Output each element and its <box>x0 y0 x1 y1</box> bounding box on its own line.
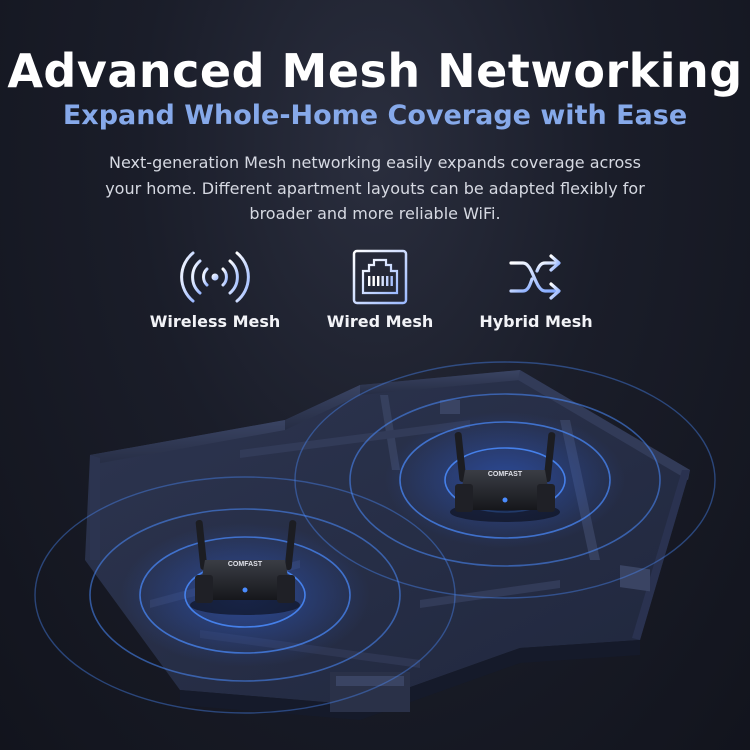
feature-wired-mesh: Wired Mesh <box>290 246 470 331</box>
feature-label: Hybrid Mesh <box>479 312 593 331</box>
floor-plan-scene: COMFAST COMFAST <box>34 361 716 720</box>
feature-label: Wired Mesh <box>326 312 434 331</box>
feature-wireless-mesh: Wireless Mesh <box>125 246 305 331</box>
ethernet-port-icon <box>352 249 408 305</box>
mesh-router-right: COMFAST <box>450 432 560 522</box>
router-brand-label: COMFAST <box>228 561 263 568</box>
page-subtitle: Expand Whole-Home Coverage with Ease <box>62 100 688 131</box>
description-text: Next-generation Mesh networking easily e… <box>105 153 645 223</box>
feature-label: Wireless Mesh <box>149 312 281 331</box>
wireless-signal-icon <box>180 251 250 303</box>
page-title: Advanced Mesh Networking <box>7 44 743 98</box>
router-brand-label: COMFAST <box>488 471 523 478</box>
mesh-router-left: COMFAST <box>190 520 300 615</box>
shuffle-arrows-icon <box>509 254 561 300</box>
feature-hybrid-mesh: Hybrid Mesh <box>446 246 626 331</box>
